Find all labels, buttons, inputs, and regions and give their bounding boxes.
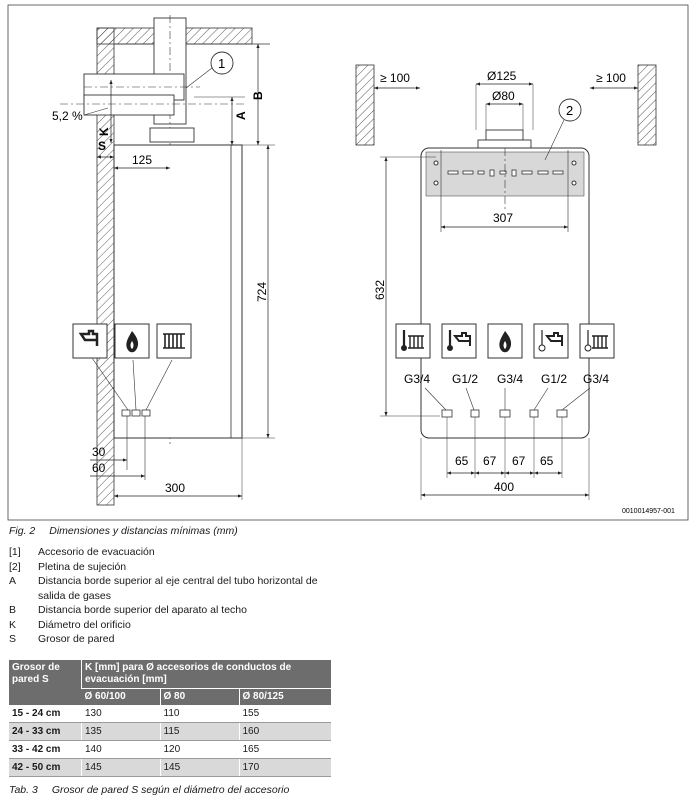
hot-water-tap-icon [72,323,108,359]
dim-724: 724 [255,282,269,302]
cold-water-tap-icon [533,323,569,359]
dim-60: 60 [92,461,106,475]
right-clearance-wall [637,64,657,146]
left-clearance-wall [355,64,375,146]
figure-caption: Fig. 2 Dimensiones y distancias mínimas (… [9,525,238,537]
figure-code: 0010014957-001 [622,508,675,515]
figure-caption-label: Fig. 2 [9,525,36,537]
front-view: ≥ 100 ≥ 100 Ø125 Ø80 [355,64,675,515]
dim-spacing-4: 65 [540,454,554,468]
table-caption: Tab. 3 Grosor de pared S según el diámetr… [9,784,289,796]
dim-632: 632 [373,280,387,300]
callout-1 [210,51,234,75]
dim-30: 30 [92,445,106,459]
boiler-side [113,144,243,439]
figure-caption-text: Dimensiones y distancias mínimas (mm) [49,525,238,537]
connection-label-2: G1/2 [452,372,478,386]
gas-flame-icon [114,323,150,359]
heating-return-icon [579,323,615,359]
clearance-right: ≥ 100 [596,71,626,85]
table-header-group: K [mm] para Ø accesorios de conductos de… [81,660,331,689]
dim-K: K [97,127,111,136]
dim-400: 400 [494,480,514,494]
table-subheader: Ø 80/125 [238,688,331,705]
gas-flame-icon-right [487,323,523,359]
dimension-drawing: 5,2 % 1 A B 724 K S 125 30 60 300 [7,4,689,521]
connection-label-3: G3/4 [497,372,523,386]
table-subheader: Ø 80 [159,688,239,705]
slope-label: 5,2 % [52,109,83,123]
dim-300: 300 [165,481,185,495]
clearance-left: ≥ 100 [380,71,410,85]
callout-2-label: 2 [566,103,573,118]
table-caption-label: Tab. 3 [9,784,38,796]
dim-d125: Ø125 [487,69,517,83]
side-view: 5,2 % 1 A B 724 K S 125 30 60 300 [52,15,275,506]
callout-2 [558,98,582,122]
dim-B: B [251,91,265,100]
dim-d80: Ø80 [492,89,515,103]
dim-spacing-3: 67 [512,454,526,468]
dim-spacing-1: 65 [455,454,469,468]
callout-1-label: 1 [218,56,225,71]
table-subheader: Ø 60/100 [81,688,160,705]
dim-307: 307 [493,211,513,225]
dim-125-left: 125 [132,153,152,167]
table-caption-text: Grosor de pared S según el diámetro del … [51,784,290,796]
dim-S: S [98,139,106,153]
dim-spacing-2: 67 [483,454,497,468]
legend-item: [1]Accesorio de evacuación [9,546,155,558]
connection-label-1: G3/4 [404,372,430,386]
hot-water-tap-icon-right [441,323,477,359]
connection-label-5: G3/4 [583,372,609,386]
radiator-icon [156,323,192,359]
connection-label-4: G1/2 [541,372,567,386]
legend-item: [2]Pletina de sujeción [9,560,127,573]
table-header-wall: Grosor de pared S [9,660,82,705]
dim-A: A [234,111,248,120]
legend: [1]Accesorio de evacuación [2]Pletina de… [9,545,338,647]
heating-flow-icon [395,323,431,359]
figure-border [7,4,689,521]
wall-thickness-table: Grosor de pared S K [mm] para Ø accesori… [9,660,331,777]
